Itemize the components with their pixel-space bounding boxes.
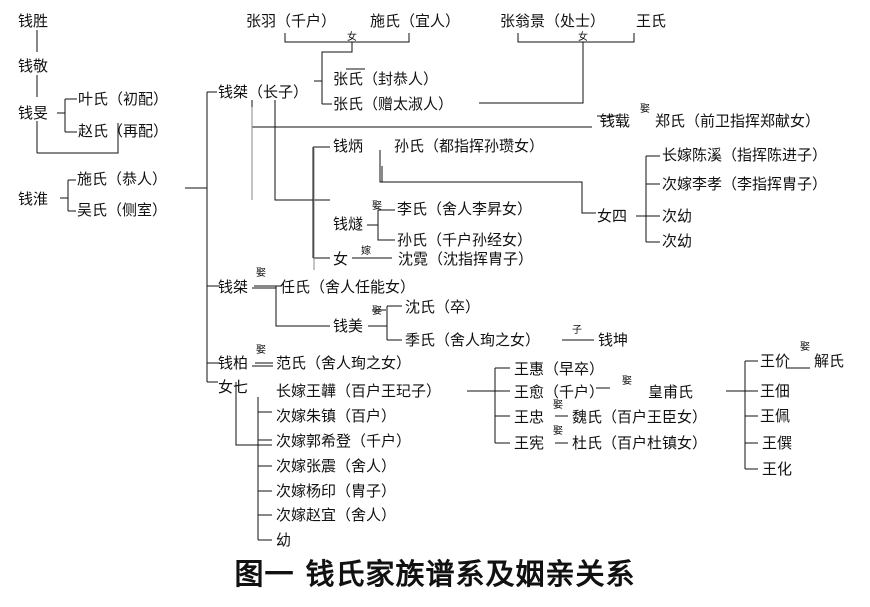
node-wang-yu: 王愈（千户） xyxy=(514,383,605,401)
node-wang-jie: 王价 xyxy=(760,352,791,370)
daughter-mark-1: 女 xyxy=(347,32,357,43)
node-shi-shi: 施氏（恭人） xyxy=(77,170,168,188)
node-wang-hua: 王化 xyxy=(762,460,793,478)
daughter-mark-2: 女 xyxy=(578,32,588,43)
node-wang-zhuan: 王僎 xyxy=(762,434,793,452)
node-qian-sui: 钱燧 xyxy=(333,215,364,233)
node-zhu-zhen: 次嫁朱镇（百户） xyxy=(276,407,397,425)
node-wang-zhong: 王忠 xyxy=(514,408,545,426)
marriage-mark-3: 娶 xyxy=(256,268,266,279)
node-zhang-wengjing: 张翁景（处士） xyxy=(500,12,606,30)
node-nv-si: 女四 xyxy=(597,207,628,225)
node-zhang-shi-2: 张氏（赠太淑人） xyxy=(333,95,454,113)
node-qian-jie: 钱桀（长子） xyxy=(218,83,309,101)
node-wang-hui: 王惠（早卒） xyxy=(514,360,605,378)
node-ye-shi: 叶氏（初配） xyxy=(78,90,169,108)
node-sun-shi-2: 孙氏（千户孙经女） xyxy=(397,231,533,249)
son-mark: 子 xyxy=(572,325,582,336)
marry-mark-1: 嫁 xyxy=(361,246,371,257)
node-you: 幼 xyxy=(276,531,292,549)
node-chen-xi: 长嫁陈溪（指挥陈进子） xyxy=(662,146,828,164)
node-yang-yin: 次嫁杨印（胄子） xyxy=(276,482,397,500)
node-sun-shi-1: 孙氏（都指挥孙瓒女） xyxy=(394,137,545,155)
node-shen-shi: 沈氏（卒） xyxy=(405,298,481,316)
marriage-mark-1: 娶 xyxy=(640,104,650,115)
node-du-shi: 杜氏（百户杜镇女） xyxy=(572,434,708,452)
node-ren-shi: 任氏（舍人任能女） xyxy=(280,278,416,296)
node-qian-mei: 钱美 xyxy=(333,317,364,335)
node-ji-shi: 季氏（舍人珣之女） xyxy=(405,331,541,349)
node-nv: 女 xyxy=(333,250,349,268)
node-fan-shi: 范氏（舍人珣之女） xyxy=(276,354,412,372)
node-wang-pei: 王佩 xyxy=(760,407,791,425)
marriage-mark-7: 娶 xyxy=(553,400,563,411)
node-shen-ni: 沈霓（沈指挥胄子） xyxy=(398,250,534,268)
node-wu-shi: 吴氏（侧室） xyxy=(77,201,168,219)
figure-caption: 图一 钱氏家族谱系及姻亲关系 xyxy=(234,557,636,591)
node-ci-you-2: 次幼 xyxy=(662,232,693,250)
node-zhang-yu: 张羽（千户） xyxy=(246,12,337,30)
node-zhao-yi: 次嫁赵宜（舍人） xyxy=(276,506,397,524)
node-wang-wei: 长嫁王韡（百户王玘子） xyxy=(276,382,442,400)
node-qian-huai: 钱淮 xyxy=(18,190,49,208)
node-li-xiao: 次嫁李孝（李指挥胄子） xyxy=(662,175,828,193)
node-qian-zai: 钱载 xyxy=(600,112,631,130)
node-nv-qi: 女七 xyxy=(218,378,249,396)
node-qian-rong: 钱桀 xyxy=(218,278,249,296)
node-zheng-shi: 郑氏（前卫指挥郑献女） xyxy=(655,112,821,130)
marriage-mark-9: 娶 xyxy=(800,342,810,353)
node-xie-shi: 解氏 xyxy=(814,352,845,370)
marriage-mark-5: 娶 xyxy=(256,345,266,356)
node-wang-xian: 王宪 xyxy=(514,434,545,452)
marriage-mark-8: 娶 xyxy=(553,426,563,437)
node-wang-tian: 王佃 xyxy=(760,382,791,400)
node-qian-bing: 钱炳 xyxy=(333,137,364,155)
node-wang-shi: 王氏 xyxy=(636,12,667,30)
marriage-mark-6: 娶 xyxy=(622,376,632,387)
node-huangfu-shi: 皇甫氏 xyxy=(648,383,694,401)
node-shi-shi-yiren: 施氏（宜人） xyxy=(370,12,461,30)
node-qian-bai: 钱柏 xyxy=(218,354,249,372)
node-qian-kun: 钱坤 xyxy=(598,331,629,349)
node-qian-sheng: 钱胜 xyxy=(18,12,49,30)
marriage-mark-4: 娶 xyxy=(372,306,382,317)
node-ci-you-1: 次幼 xyxy=(662,207,693,225)
node-qian-min: 钱旻 xyxy=(18,104,49,122)
node-zhang-shi-1: 张氏（封恭人） xyxy=(333,70,439,88)
node-li-shi: 李氏（舍人李昇女） xyxy=(397,200,533,218)
marriage-mark-2: 娶 xyxy=(372,201,382,212)
node-wei-shi: 魏氏（百户王臣女） xyxy=(572,408,708,426)
node-qian-jing: 钱敬 xyxy=(18,57,49,75)
node-zhang-zhen: 次嫁张震（舍人） xyxy=(276,457,397,475)
node-guo-xideng: 次嫁郭希登（千户） xyxy=(276,432,412,450)
node-zhao-shi: 赵氏（再配） xyxy=(78,122,169,140)
